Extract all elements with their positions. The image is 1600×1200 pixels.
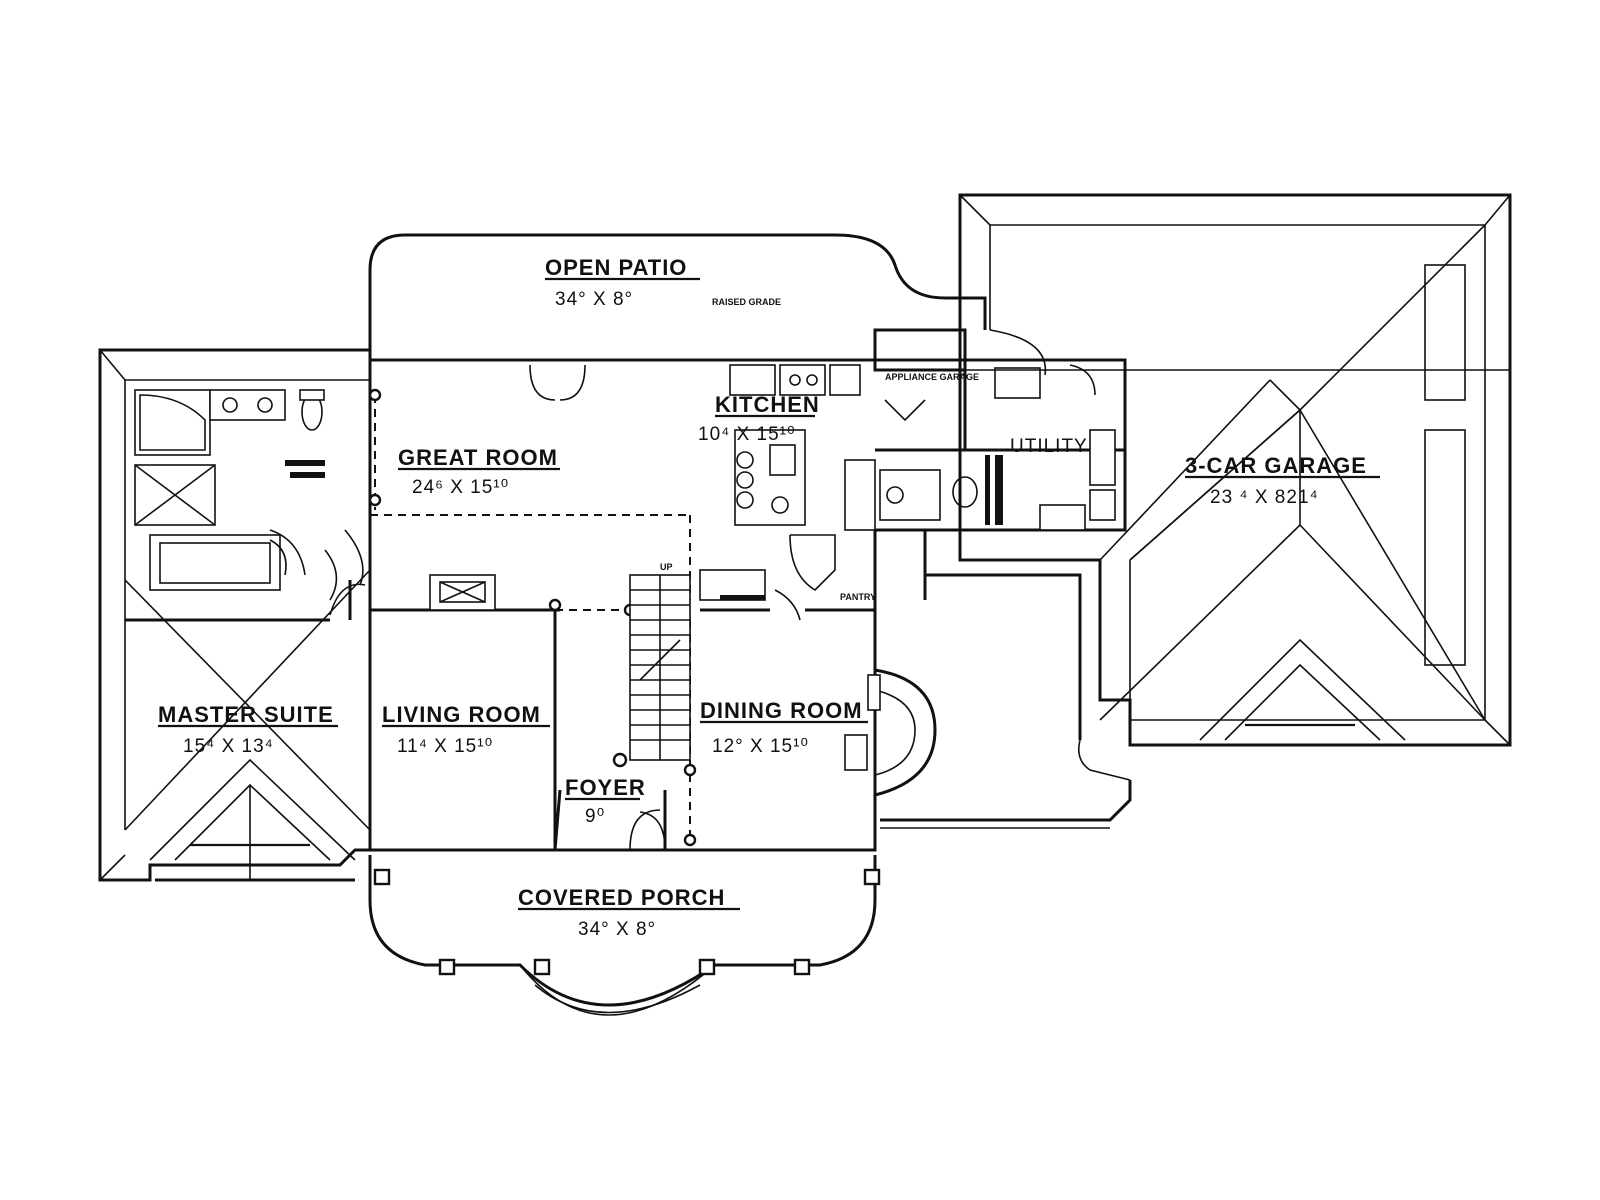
open-patio bbox=[368, 233, 987, 360]
utility-name: UTILITY bbox=[1010, 436, 1088, 457]
covered-porch-dims: 34° X 8° bbox=[578, 919, 656, 940]
kitchen-name: KITCHEN bbox=[715, 392, 820, 417]
appliance-garage-name: APPLIANCE GARAGE bbox=[885, 372, 979, 382]
utility-area bbox=[873, 328, 1125, 600]
open-patio-name: OPEN PATIO bbox=[545, 255, 687, 280]
room-labels: OPEN PATIO 34° X 8° RAISED GRADE GREAT R… bbox=[158, 255, 1380, 940]
dining-room-name: DINING ROOM bbox=[700, 698, 863, 723]
fireplace bbox=[429, 574, 496, 611]
open-patio-note: RAISED GRADE bbox=[712, 297, 781, 307]
garage-dims: 23 ⁴ X 821⁴ bbox=[1210, 487, 1319, 508]
dining-room-dims: 12° X 15¹⁰ bbox=[712, 736, 809, 757]
garage-name: 3-CAR GARAGE bbox=[1185, 453, 1367, 478]
kitchen-dims: 10⁴ X 15¹⁰ bbox=[698, 424, 796, 445]
master-wing bbox=[98, 348, 372, 882]
great-room-dims: 24⁶ X 15¹⁰ bbox=[412, 477, 509, 498]
staircase bbox=[629, 574, 691, 761]
great-room-name: GREAT ROOM bbox=[398, 445, 558, 470]
foyer-name: FOYER bbox=[565, 775, 646, 800]
pantry-name: PANTRY bbox=[840, 592, 876, 602]
covered-porch-name: COVERED PORCH bbox=[518, 885, 725, 910]
master-suite-dims: 15⁴ X 13⁴ bbox=[183, 736, 274, 757]
foyer-dims: 9⁰ bbox=[585, 806, 605, 827]
doors bbox=[269, 364, 666, 851]
covered-porch bbox=[368, 855, 881, 1016]
master-bath bbox=[134, 389, 325, 591]
living-room-name: LIVING ROOM bbox=[382, 702, 541, 727]
kitchen-fixtures bbox=[699, 364, 876, 621]
breezeway bbox=[880, 573, 1132, 829]
stair-up-label: UP bbox=[660, 562, 673, 572]
master-suite-name: MASTER SUITE bbox=[158, 702, 334, 727]
dining-bay bbox=[844, 668, 937, 797]
living-room-dims: 11⁴ X 15¹⁰ bbox=[397, 736, 493, 757]
open-patio-dims: 34° X 8° bbox=[555, 289, 633, 310]
garage bbox=[958, 193, 1512, 747]
